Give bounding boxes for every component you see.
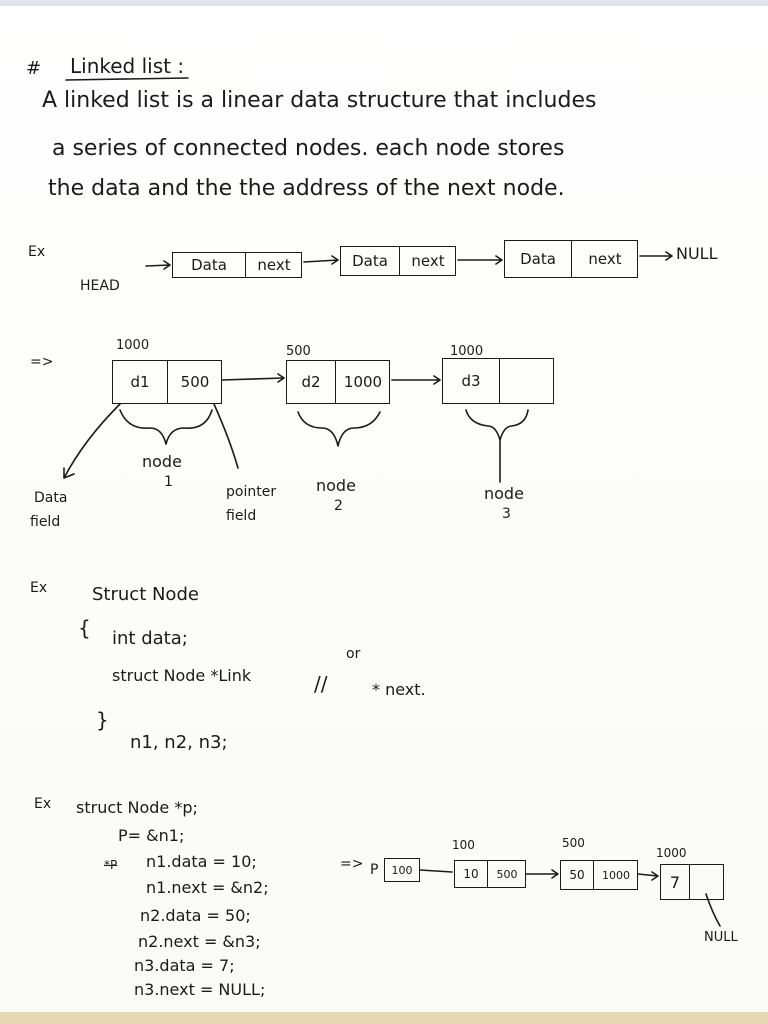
node-next-cell: next bbox=[588, 250, 622, 268]
list-node: 10 500 bbox=[454, 860, 526, 888]
node-data-cell: 7 bbox=[661, 865, 690, 899]
head-label: HEAD bbox=[80, 278, 120, 294]
node-data-cell: d3 bbox=[443, 359, 500, 403]
list-node: Data next bbox=[340, 246, 456, 276]
node-data-cell: Data bbox=[341, 247, 400, 275]
node-data-cell: d2 bbox=[287, 361, 336, 403]
code-line: struct Node *p; bbox=[76, 798, 198, 817]
node-address: 500 bbox=[562, 836, 585, 850]
node-brace bbox=[297, 411, 381, 447]
definition-line-1: A linked list is a linear data structure… bbox=[42, 88, 597, 113]
arrow bbox=[221, 373, 285, 383]
node-label-number: 2 bbox=[334, 498, 343, 514]
node-next-cell: 500 bbox=[496, 867, 518, 881]
node-data-cell: 10 bbox=[455, 861, 488, 887]
code-line: n2.next = &n3; bbox=[138, 932, 261, 951]
open-brace: { bbox=[78, 616, 91, 640]
node-data-cell: d1 bbox=[113, 361, 168, 403]
or-label: or bbox=[346, 646, 361, 662]
node-next-cell: next bbox=[411, 252, 445, 270]
node-label: node bbox=[142, 452, 182, 471]
struct-member-data: int data; bbox=[112, 628, 188, 649]
node-data-cell: 50 bbox=[561, 861, 594, 889]
title-bullet: # bbox=[26, 58, 42, 79]
null-label: NULL bbox=[676, 244, 718, 263]
code-line: n3.data = 7; bbox=[134, 956, 235, 975]
pointer-field-label: field bbox=[226, 508, 257, 524]
alt-member-name: * next. bbox=[372, 680, 426, 699]
pointer-label: P bbox=[370, 862, 379, 878]
example-marker: Ex bbox=[34, 796, 52, 812]
arrow bbox=[145, 260, 171, 270]
pointer-field-label: pointer bbox=[226, 484, 277, 500]
node-address: 100 bbox=[452, 838, 475, 852]
example-marker: Ex bbox=[28, 244, 46, 260]
implies-marker: => bbox=[30, 354, 54, 370]
arrow bbox=[525, 869, 559, 879]
arrow bbox=[639, 251, 673, 261]
node-next-cell: 1000 bbox=[602, 868, 630, 882]
code-line: n2.data = 50; bbox=[140, 906, 251, 925]
node-address: 1000 bbox=[656, 846, 687, 860]
node-label: node bbox=[316, 476, 356, 495]
data-field-label: field bbox=[30, 514, 61, 530]
node-label-number: 3 bbox=[502, 506, 511, 522]
arrow bbox=[303, 255, 339, 265]
code-line: n1.next = &n2; bbox=[146, 878, 269, 897]
list-node: d2 1000 bbox=[286, 360, 390, 404]
struct-member-link: struct Node *Link bbox=[112, 666, 252, 685]
list-node: Data next bbox=[504, 240, 638, 278]
close-brace: } bbox=[96, 708, 109, 732]
node-next-cell: 1000 bbox=[343, 373, 383, 391]
struck-text: *P bbox=[104, 858, 118, 872]
node-address: 1000 bbox=[450, 344, 484, 359]
list-node: Data next bbox=[172, 252, 302, 278]
null-pointer-line bbox=[705, 893, 721, 927]
definition-line-2: a series of connected nodes. each node s… bbox=[52, 136, 565, 161]
comment-slashes: // bbox=[314, 672, 328, 696]
implies-arrow: => bbox=[340, 856, 364, 872]
list-node: d3 bbox=[442, 358, 554, 404]
leader-line bbox=[63, 403, 121, 479]
node-brace bbox=[119, 409, 213, 445]
arrow bbox=[419, 869, 453, 873]
node-next-cell: 500 bbox=[180, 373, 210, 391]
code-line: n3.next = NULL; bbox=[134, 980, 266, 999]
page-top-edge bbox=[0, 0, 768, 6]
list-node: d1 500 bbox=[112, 360, 222, 404]
struct-declaration: Struct Node bbox=[92, 584, 199, 605]
node-data-cell: Data bbox=[173, 253, 246, 277]
leader-line bbox=[213, 403, 239, 469]
definition-line-3: the data and the the address of the next… bbox=[48, 176, 565, 201]
list-node: 7 bbox=[660, 864, 724, 900]
node-next-cell: next bbox=[257, 256, 291, 274]
node-label: node bbox=[484, 484, 524, 503]
pointer-value: 100 bbox=[391, 863, 413, 877]
code-line: n1.data = 10; bbox=[146, 852, 257, 871]
node-brace bbox=[465, 409, 529, 441]
arrow bbox=[457, 255, 503, 265]
node-address: 500 bbox=[286, 344, 311, 359]
node-data-cell: Data bbox=[505, 241, 572, 277]
code-line: P= &n1; bbox=[118, 826, 185, 845]
null-label: NULL bbox=[704, 930, 738, 945]
struct-variables: n1, n2, n3; bbox=[130, 732, 228, 753]
arrow bbox=[637, 871, 659, 881]
page-title: Linked list : bbox=[70, 54, 185, 78]
title-underline bbox=[65, 77, 189, 81]
list-node: 50 1000 bbox=[560, 860, 638, 890]
page-bottom-edge bbox=[0, 1012, 768, 1024]
node-address: 1000 bbox=[116, 338, 150, 353]
data-field-label: Data bbox=[34, 490, 68, 506]
example-marker: Ex bbox=[30, 580, 48, 596]
node-label-number: 1 bbox=[164, 474, 173, 490]
arrow bbox=[391, 375, 441, 385]
